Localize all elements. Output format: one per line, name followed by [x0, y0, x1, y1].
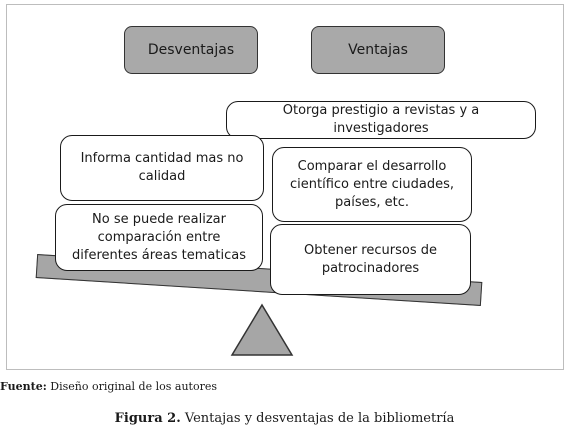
- source-note: Fuente: Diseño original de los autores: [0, 380, 217, 393]
- header-desventajas: Desventajas: [124, 26, 258, 74]
- box-recursos: Obtener recursos de patrocinadores: [270, 224, 471, 295]
- caption-label: Figura 2.: [114, 411, 181, 426]
- box-cantidad-calidad: Informa cantidad mas no calidad: [60, 135, 264, 201]
- box-comparar-desarrollo: Comparar el desarrollo científico entre …: [272, 147, 472, 222]
- figure-caption: Figura 2. Ventajas y desventajas de la b…: [0, 411, 569, 426]
- caption-text: Ventajas y desventajas de la bibliometrí…: [180, 411, 455, 426]
- header-ventajas: Ventajas: [311, 26, 445, 74]
- fulcrum-triangle: [230, 303, 294, 356]
- source-text: Diseño original de los autores: [46, 380, 217, 393]
- box-prestigio: Otorga prestigio a revistas y a investig…: [226, 101, 536, 139]
- source-label: Fuente:: [0, 380, 47, 393]
- box-no-comparacion: No se puede realizar comparación entre d…: [55, 204, 263, 271]
- figure-frame: [6, 4, 564, 370]
